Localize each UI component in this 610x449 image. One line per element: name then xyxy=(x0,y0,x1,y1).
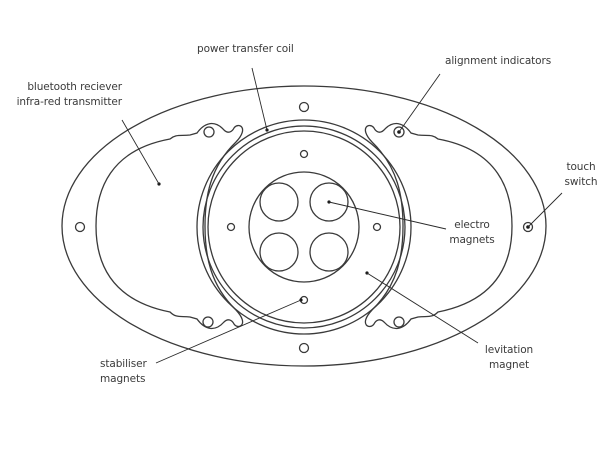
label-electro-magnets: electro magnets xyxy=(444,218,500,248)
label-alignment-indicators: alignment indicators xyxy=(445,55,552,67)
leader-touch-switch xyxy=(527,192,563,228)
label-bluetooth-line1: bluetooth reciever xyxy=(27,81,122,93)
outer-hole-left xyxy=(74,221,86,233)
mount-hole-bottom-left xyxy=(202,316,214,328)
electro-magnet-top-right xyxy=(309,182,349,222)
leader-power-transfer-coil xyxy=(251,67,268,131)
stabiliser-hole-left xyxy=(226,222,236,232)
power-transfer-coil-middle xyxy=(202,125,406,329)
label-touch-switch: touch switch xyxy=(560,160,602,190)
electro-magnet-top-left xyxy=(259,182,299,222)
label-stabiliser-line1: stabiliser xyxy=(100,358,147,370)
label-touch-line1: touch xyxy=(566,161,596,173)
label-power-transfer-coil: power transfer coil xyxy=(197,43,294,55)
label-electro-line2: magnets xyxy=(449,234,495,246)
stabiliser-hole-top xyxy=(299,149,309,159)
power-transfer-coil-inner xyxy=(207,130,401,324)
outer-hole-bottom xyxy=(298,342,310,354)
outer-hole-top xyxy=(298,101,310,113)
electro-magnet-bottom-right xyxy=(309,232,349,272)
leader-stabiliser-magnets xyxy=(155,299,302,364)
mount-hole-bottom-right xyxy=(393,316,405,328)
right-compartment-outline xyxy=(364,122,513,330)
leader-electro-magnets xyxy=(328,201,447,230)
left-compartment-outline xyxy=(95,122,244,330)
label-levitation-magnet: levitation magnet xyxy=(478,343,540,373)
mount-hole-top-left xyxy=(203,126,215,138)
label-stabiliser-magnets: stabiliser magnets xyxy=(100,357,147,387)
electro-magnet-bottom-left xyxy=(259,232,299,272)
label-levitation-line1: levitation xyxy=(484,344,534,356)
label-bluetooth-line2: infra-red transmitter xyxy=(16,96,123,108)
label-stabiliser-line2: magnets xyxy=(100,373,146,385)
touch-switch-ring xyxy=(522,221,534,233)
alignment-indicator-top-right xyxy=(393,126,405,138)
electromagnet-housing xyxy=(248,171,360,283)
leader-alignment-indicators xyxy=(398,73,441,133)
label-electro-line1: electro xyxy=(454,219,490,231)
power-transfer-coil-outer xyxy=(196,119,412,335)
leader-levitation-magnet xyxy=(366,272,479,344)
label-bluetooth-receiver: bluetooth reciever infra-red transmitter xyxy=(6,80,123,110)
stabiliser-hole-right xyxy=(372,222,382,232)
label-touch-line2: switch xyxy=(564,176,598,188)
label-levitation-line2: magnet xyxy=(489,359,529,371)
outer-plate-outline xyxy=(61,85,547,367)
leader-bluetooth xyxy=(121,119,160,185)
